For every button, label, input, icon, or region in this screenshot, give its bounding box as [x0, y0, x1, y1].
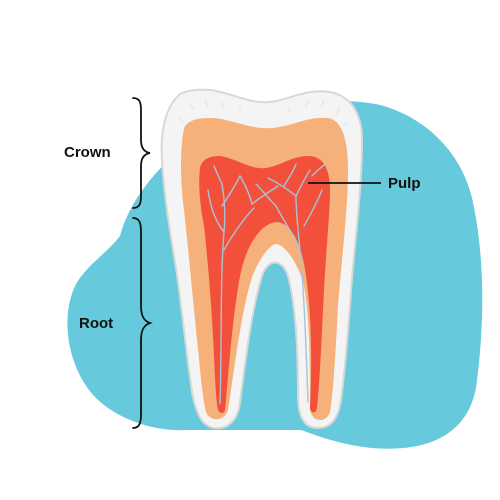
pulp-label: Pulp [388, 175, 421, 192]
enamel-texture [177, 99, 349, 127]
root-bracket [132, 217, 153, 429]
pulp-nerves [207, 163, 327, 405]
crown-label: Crown [64, 144, 111, 161]
crown-bracket [132, 97, 151, 209]
root-label: Root [79, 315, 114, 332]
